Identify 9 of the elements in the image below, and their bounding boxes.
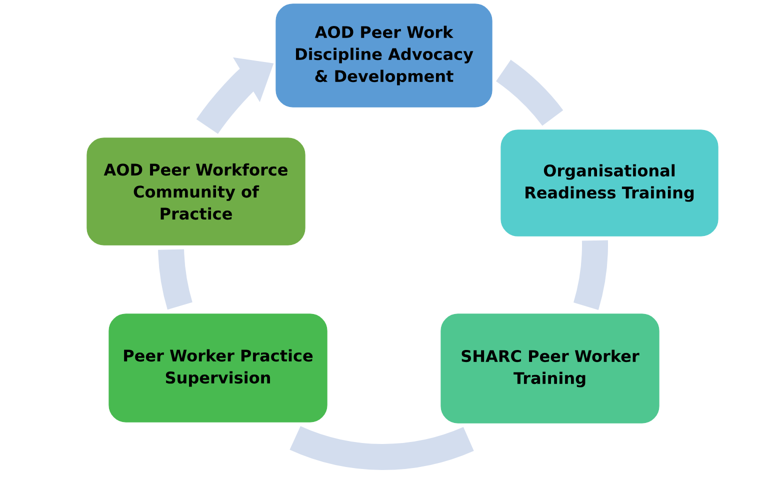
step-box: SHARC Peer Worker Training <box>439 312 661 425</box>
step-box: AOD Peer Work Discipline Advocacy & Development <box>274 2 494 109</box>
step-box: Organisational Readiness Training <box>499 128 720 238</box>
curved-connector <box>290 426 474 470</box>
curved-connector <box>158 249 192 310</box>
step-box: Peer Worker Practice Supervision <box>107 312 329 424</box>
step-box: AOD Peer Workforce Community of Practice <box>85 136 307 247</box>
curved-connector <box>573 240 608 310</box>
curved-connector <box>496 60 564 126</box>
